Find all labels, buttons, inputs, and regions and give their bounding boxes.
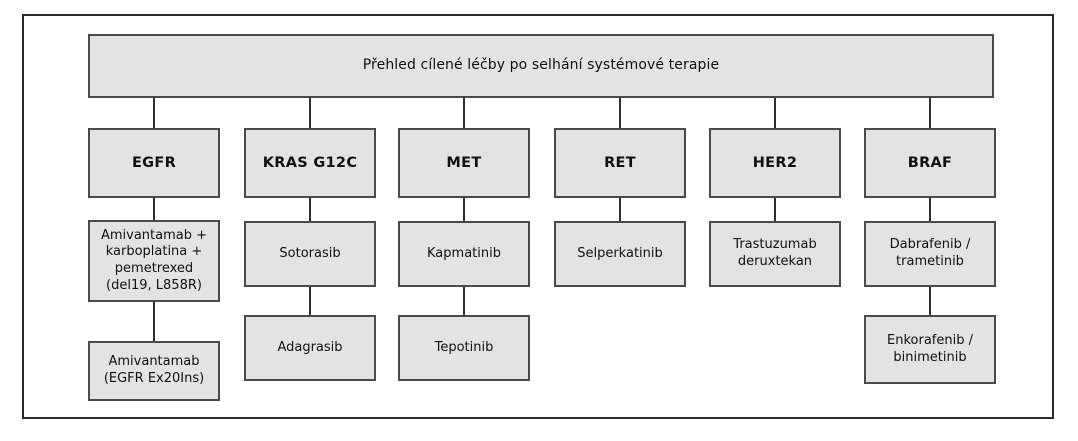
- connector-her2-to-drug1: [774, 198, 776, 221]
- connector-met-drug1-to-drug2: [463, 287, 465, 315]
- drug-box-her2-1[interactable]: Trastuzumab deruxtekan: [709, 221, 841, 287]
- gene-label-ret: RET: [604, 154, 636, 171]
- gene-label-egfr: EGFR: [131, 154, 177, 171]
- drug-label-egfr-2: Amivantamab (EGFR Ex20Ins): [103, 354, 205, 386]
- drug-label-ret-1: Selperkatinib: [577, 245, 663, 261]
- connector-title-to-kras: [309, 98, 311, 128]
- drug-label-met-2: Tepotinib: [434, 339, 494, 355]
- gene-label-met: MET: [446, 154, 482, 171]
- drug-label-her2-1: Trastuzumab deruxtekan: [733, 237, 817, 269]
- drug-label-met-1: Kapmatinib: [427, 245, 501, 261]
- connector-title-to-egfr: [153, 98, 155, 128]
- drug-box-met-1[interactable]: Kapmatinib: [398, 221, 530, 287]
- connector-ret-to-drug1: [619, 198, 621, 221]
- drug-label-kras-2: Adagrasib: [277, 339, 343, 355]
- connector-title-to-her2: [774, 98, 776, 128]
- connector-title-to-met: [463, 98, 465, 128]
- connector-title-to-ret: [619, 98, 621, 128]
- gene-box-her2[interactable]: HER2: [709, 128, 841, 198]
- drug-label-egfr-1: Amivantamab + karboplatina + pemetrexed …: [100, 227, 208, 293]
- gene-box-kras-g12c[interactable]: KRAS G12C: [244, 128, 376, 198]
- gene-label-braf: BRAF: [907, 154, 953, 171]
- gene-box-egfr[interactable]: EGFR: [88, 128, 220, 198]
- drug-box-braf-2[interactable]: Enkorafenib / binimetinib: [864, 315, 996, 384]
- drug-box-met-2[interactable]: Tepotinib: [398, 315, 530, 381]
- gene-box-ret[interactable]: RET: [554, 128, 686, 198]
- drug-box-egfr-1[interactable]: Amivantamab + karboplatina + pemetrexed …: [88, 220, 220, 302]
- drug-box-egfr-2[interactable]: Amivantamab (EGFR Ex20Ins): [88, 341, 220, 401]
- drug-box-kras-1[interactable]: Sotorasib: [244, 221, 376, 287]
- drug-label-braf-1: Dabrafenib / trametinib: [889, 237, 971, 269]
- connector-kras-drug1-to-drug2: [309, 287, 311, 315]
- gene-box-met[interactable]: MET: [398, 128, 530, 198]
- drug-box-ret-1[interactable]: Selperkatinib: [554, 221, 686, 287]
- connector-braf-to-drug1: [929, 198, 931, 221]
- connector-title-to-braf: [929, 98, 931, 128]
- connector-braf-drug1-to-drug2: [929, 287, 931, 315]
- drug-box-braf-1[interactable]: Dabrafenib / trametinib: [864, 221, 996, 287]
- title-label: Přehled cílené léčby po selhání systémov…: [362, 57, 720, 74]
- connector-egfr-to-drug1: [153, 198, 155, 220]
- drug-label-kras-1: Sotorasib: [279, 245, 341, 261]
- drug-label-braf-2: Enkorafenib / binimetinib: [887, 332, 973, 365]
- connector-met-to-drug1: [463, 198, 465, 221]
- connector-kras-to-drug1: [309, 198, 311, 221]
- title-box: Přehled cílené léčby po selhání systémov…: [88, 34, 994, 98]
- gene-label-kras-g12c: KRAS G12C: [262, 154, 358, 171]
- gene-box-braf[interactable]: BRAF: [864, 128, 996, 198]
- diagram-frame: Přehled cílené léčby po selhání systémov…: [22, 14, 1054, 419]
- gene-label-her2: HER2: [752, 154, 798, 171]
- connector-egfr-drug1-to-drug2: [153, 302, 155, 341]
- drug-box-kras-2[interactable]: Adagrasib: [244, 315, 376, 381]
